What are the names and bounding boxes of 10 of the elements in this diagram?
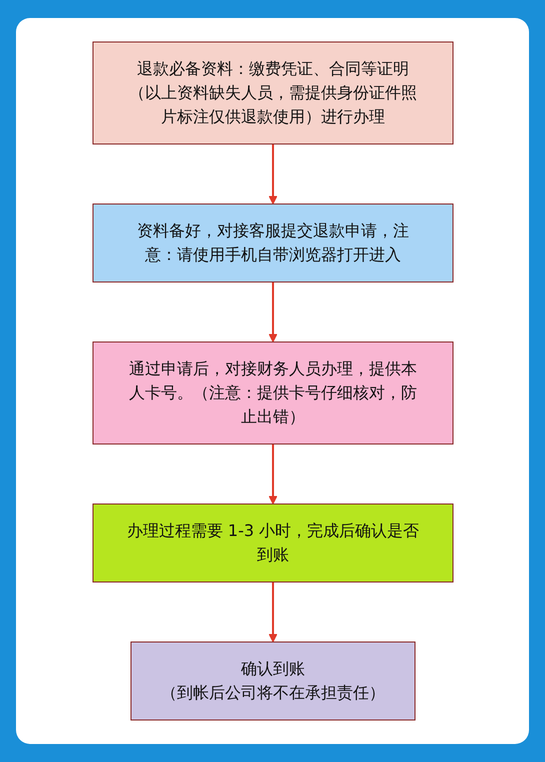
- node-box: [92, 204, 453, 282]
- arrow: [268, 444, 277, 504]
- node-box: [92, 504, 453, 582]
- arrow: [268, 144, 277, 204]
- panel-background: 退款必备资料：缴费凭证、合同等证明（以上资料缺失人员，需提供身份证件照片标注仅供退款使用）进行办理 资料备好，对接客服提交退款申请，注意：请使用手机自带浏览器打开进入 通过申请后，对接财务人员办理，提供本人卡号。（注意：提供卡号仔细核对，防止出错） 办理过程需要 1-3 小时，完成后确认是否到账 确认到账 （到帐后公司将不在承担责任）: [16, 18, 529, 744]
- node-box: [92, 42, 453, 144]
- node-box: [130, 642, 415, 720]
- arrow: [268, 282, 277, 342]
- node-box: [92, 342, 453, 444]
- arrow: [268, 582, 277, 642]
